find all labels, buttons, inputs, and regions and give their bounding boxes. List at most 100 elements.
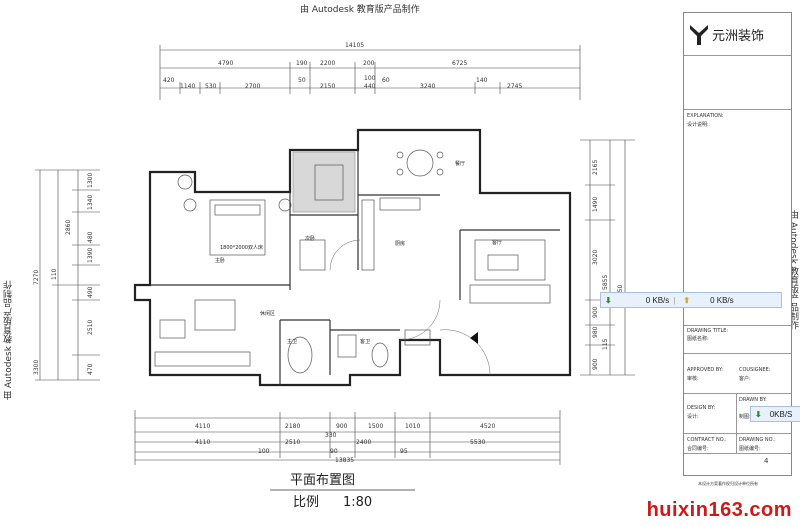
dim-left-3300: 3300 — [33, 360, 40, 375]
dim-top-190: 190 — [296, 60, 308, 67]
dim-top-2200: 2200 — [320, 60, 335, 67]
watermark-top: 由 Autodesk 教育版产品制作 — [300, 5, 420, 15]
explanation-label: EXPLANATION: — [687, 113, 724, 119]
dim-top-60: 60 — [382, 77, 390, 84]
dim-bottom-2510: 2510 — [285, 439, 300, 446]
site-watermark: huixin163.com — [646, 499, 792, 521]
drawing-title-cn: 图纸名称: — [687, 336, 709, 342]
dim-bottom-4110a: 4110 — [195, 423, 210, 430]
dim-left-110: 110 — [51, 268, 58, 280]
dim-bottom-4110b: 4110 — [195, 439, 210, 446]
speed-monitor-2[interactable]: ⬇ 0KB/S — [750, 406, 800, 422]
room-master-bath: 主卫 — [287, 338, 297, 345]
drawing-title-label: DRAWING TITLE: — [687, 328, 729, 334]
walls — [133, 128, 572, 387]
dim-bottom-total: 13835 — [335, 457, 354, 464]
dim-left-1340: 1340 — [87, 195, 94, 210]
dim-top-1140: 1140 — [180, 83, 195, 90]
approved-cn: 审核: — [687, 376, 699, 382]
explanation-cn: 设计说明: — [687, 122, 709, 128]
dim-right-900a: 900 — [592, 306, 599, 318]
room-dining: 餐厅 — [455, 160, 465, 167]
dim-left-2860: 2860 — [65, 220, 72, 235]
download-speed: 0 KB/s — [645, 295, 670, 305]
dim-left-490: 490 — [87, 286, 94, 298]
download-speed-2: 0KB/S — [769, 409, 793, 419]
dim-top-2150: 2150 — [320, 83, 335, 90]
dim-bottom-2400: 2400 — [356, 439, 371, 446]
dim-left-1300: 1300 — [87, 173, 94, 188]
contract-label: CONTRACT NO.: — [687, 437, 727, 443]
dim-bottom-95: 95 — [400, 448, 408, 455]
watermark-right: 由 Autodesk 教育版产品制作 — [788, 210, 798, 330]
dim-right-5855: 5855 — [602, 275, 609, 290]
title-block-footer: 本设计方案著作权归设计单位所有 — [698, 481, 758, 486]
approved-label: APPROVED BY: — [687, 367, 724, 373]
scale-value: 1:80 — [343, 495, 372, 510]
drawn-label: DRAWN BY: — [739, 397, 767, 403]
dim-right-980: 980 — [592, 326, 599, 338]
dim-left-470: 470 — [87, 363, 94, 375]
scale-label: 比例 — [293, 495, 319, 510]
drawing-number: 4 — [764, 457, 769, 465]
dim-right-115: 115 — [602, 338, 609, 350]
dim-top-200: 200 — [363, 60, 375, 67]
dim-bottom-5530: 5530 — [470, 439, 485, 446]
dim-bottom-4520: 4520 — [480, 423, 495, 430]
dim-top-2700: 2700 — [245, 83, 260, 90]
dim-top-3240: 3240 — [420, 83, 435, 90]
dim-bottom-100: 100 — [258, 448, 270, 455]
dim-top-100: 100 — [364, 75, 376, 82]
dim-left-1390: 1390 — [87, 248, 94, 263]
upload-arrow-icon: ⬆ — [683, 295, 691, 305]
design-cn: 设计: — [687, 414, 699, 420]
drawn-cn: 制图: — [739, 414, 751, 420]
title-block: EXPLANATION: 设计说明: DRAWING TITLE: 图纸名称: … — [683, 12, 792, 486]
dim-top-420: 420 — [163, 77, 175, 84]
floor-plan: 14105 4790 190 2200 200 6725 420 1140 53… — [33, 42, 635, 510]
dim-left-7270: 7270 — [33, 270, 40, 285]
dim-top-2745: 2745 — [507, 83, 522, 90]
company-logo: 元洲装饰 — [690, 16, 788, 52]
dim-top-4790: 4790 — [218, 60, 233, 67]
drawing-no-cn: 图纸编号: — [739, 446, 761, 452]
room-second-bedroom: 次卧 — [305, 235, 315, 242]
dim-bottom-90: 90 — [330, 448, 338, 455]
entrance-arrow — [470, 332, 478, 344]
room-living: 客厅 — [492, 239, 502, 246]
dim-bottom-1500: 1500 — [368, 423, 383, 430]
dim-top-50: 50 — [298, 77, 306, 84]
dim-left-2510: 2510 — [87, 320, 94, 335]
balcony-tile — [292, 151, 356, 213]
dim-right-3020: 3020 — [592, 250, 599, 265]
room-kitchen: 厨房 — [395, 240, 405, 247]
dim-left-480: 480 — [87, 231, 94, 243]
dim-bottom-330: 330 — [325, 432, 337, 439]
dim-top-440: 440 — [364, 83, 376, 90]
dim-bottom-900: 900 — [336, 423, 348, 430]
doors — [329, 239, 491, 376]
dim-top-6725: 6725 — [452, 60, 467, 67]
design-label: DESIGN BY: — [687, 405, 716, 411]
room-leisure: 休闲区 — [260, 310, 275, 317]
dim-bottom-1010: 1010 — [405, 423, 420, 430]
drawing-title: 平面布置图 — [290, 473, 355, 488]
interior-walls — [150, 150, 560, 385]
upload-speed: 0 KB/s — [710, 295, 734, 305]
logo-icon — [690, 23, 708, 45]
room-master-bedroom: 主卧 — [215, 257, 225, 264]
bed-label: 1800*2000双人床 — [220, 244, 263, 251]
drawing-no-label: DRAWING NO.: — [739, 437, 776, 443]
dim-right-2165: 2165 — [592, 160, 599, 175]
dim-right-900b: 900 — [592, 358, 599, 370]
dim-top-140: 140 — [476, 77, 488, 84]
speed-monitor[interactable]: ⬇ 0 KB/s | ⬆ 0 KB/s — [600, 292, 782, 308]
dim-top-total: 14105 — [345, 42, 364, 49]
dimension-lines — [35, 45, 635, 465]
counsel-label: COUSIGNEE: — [739, 367, 771, 373]
dim-top-530: 530 — [205, 83, 217, 90]
furniture — [154, 149, 551, 374]
company-name: 元洲装饰 — [712, 28, 765, 44]
dim-bottom-2180: 2180 — [285, 423, 300, 430]
dim-right-1490: 1490 — [592, 197, 599, 212]
